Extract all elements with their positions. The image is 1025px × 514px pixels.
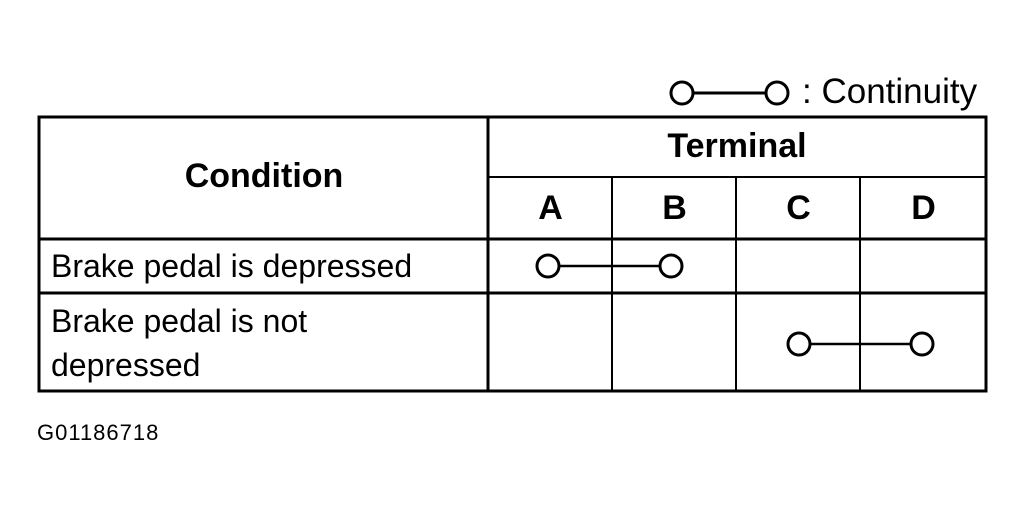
legend-label: : Continuity — [802, 72, 978, 111]
terminal-c-header: C — [786, 189, 811, 227]
condition-row-2-line-1: Brake pedal is not — [51, 303, 308, 339]
condition-header: Condition — [184, 157, 344, 195]
table-grid — [37, 115, 988, 393]
terminal-a-node-icon — [535, 253, 561, 279]
condition-row-2-line-2: depressed — [51, 347, 201, 383]
figure-id: G01186718 — [37, 420, 160, 445]
terminal-d-header: D — [911, 189, 936, 227]
continuity-symbol-icon — [669, 80, 790, 106]
terminal-continuity-table: Condition Terminal A B C D Brake pedal i… — [37, 115, 988, 393]
terminal-a-header: A — [538, 189, 563, 227]
terminal-b-header: B — [662, 189, 687, 227]
terminal-c-node-icon — [786, 331, 812, 357]
terminal-d-node-icon — [909, 331, 935, 357]
continuity-legend: : Continuity — [668, 72, 998, 112]
continuity-row-1 — [535, 253, 684, 279]
terminal-b-node-icon — [658, 253, 684, 279]
continuity-row-2 — [786, 331, 935, 357]
condition-row-1: Brake pedal is depressed — [51, 248, 413, 284]
terminal-header: Terminal — [667, 127, 807, 165]
